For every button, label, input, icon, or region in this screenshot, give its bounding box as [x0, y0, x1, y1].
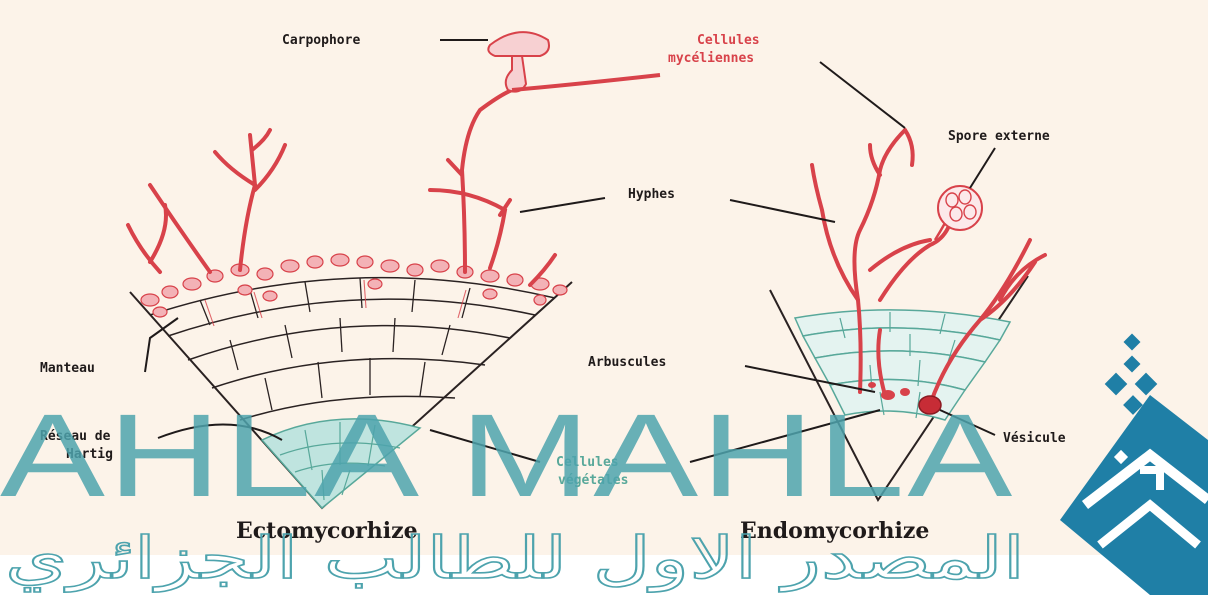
- label-hyphes: Hyphes: [628, 187, 675, 202]
- label-cellules-myceliennes-2: mycéliennes: [668, 51, 754, 66]
- watermark-latin: AHLA MAHLA: [0, 390, 1015, 522]
- label-spore-externe: Spore externe: [948, 129, 1050, 144]
- watermark-arabic: المصدر الاول للطالب الجزائري: [5, 524, 1025, 593]
- label-cellules-myceliennes-1: Cellules: [697, 33, 760, 48]
- label-manteau: Manteau: [40, 361, 95, 376]
- label-carpophore: Carpophore: [282, 33, 360, 48]
- label-arbuscules: Arbuscules: [588, 355, 666, 370]
